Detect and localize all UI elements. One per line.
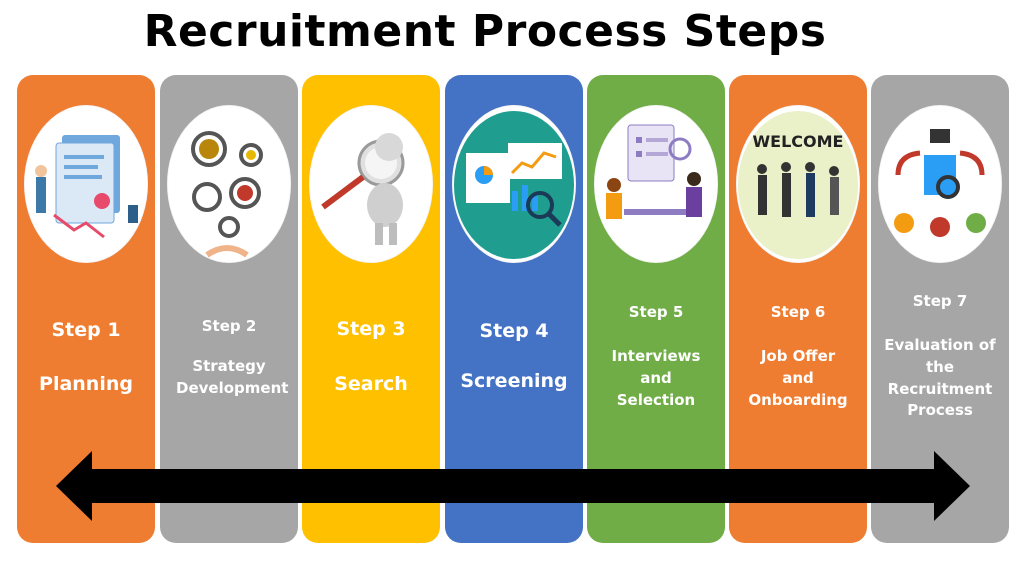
step-1-number: Step 1 <box>51 319 121 341</box>
screening-dashboard-illustration <box>452 105 576 263</box>
welcome-handshake-illustration: WELCOME <box>736 105 860 263</box>
strategy-gears-illustration <box>167 105 291 263</box>
diagram-title: Recruitment Process Steps <box>143 6 827 57</box>
step-7-number: Step 7 <box>912 292 968 310</box>
step-2-number: Step 2 <box>201 317 257 335</box>
double-arrow-icon <box>56 451 970 521</box>
magnifying-glass-figure-illustration <box>309 105 433 263</box>
step-1-column: Step 1 Planning <box>17 75 155 543</box>
step-6-column: WELCOME Step 6 Job Offer and Onboarding <box>729 75 867 543</box>
step-4-name: Screening <box>460 370 568 392</box>
step-6-name: Job Offer and Onboarding <box>748 347 848 409</box>
planning-document-illustration <box>24 105 148 263</box>
step-5-name: Interviews and Selection <box>611 347 701 409</box>
step-5-number: Step 5 <box>628 303 684 321</box>
svg-text:WELCOME: WELCOME <box>753 132 844 151</box>
step-4-number: Step 4 <box>479 320 549 342</box>
step-2-column: Step 2 Strategy Development <box>160 75 298 543</box>
step-6-number: Step 6 <box>770 303 826 321</box>
step-1-name: Planning <box>39 373 133 395</box>
step-5-column: Step 5 Interviews and Selection <box>587 75 725 543</box>
step-3-number: Step 3 <box>336 318 406 340</box>
interview-meeting-illustration <box>594 105 718 263</box>
step-7-name: Evaluation of the Recruitment Process <box>884 336 996 420</box>
step-3-column: Step 3 Search <box>302 75 440 543</box>
step-2-name: Strategy Development <box>176 357 289 397</box>
evaluation-network-illustration <box>878 105 1002 263</box>
step-4-column: Step 4 Screening <box>445 75 583 543</box>
step-3-name: Search <box>334 373 408 395</box>
